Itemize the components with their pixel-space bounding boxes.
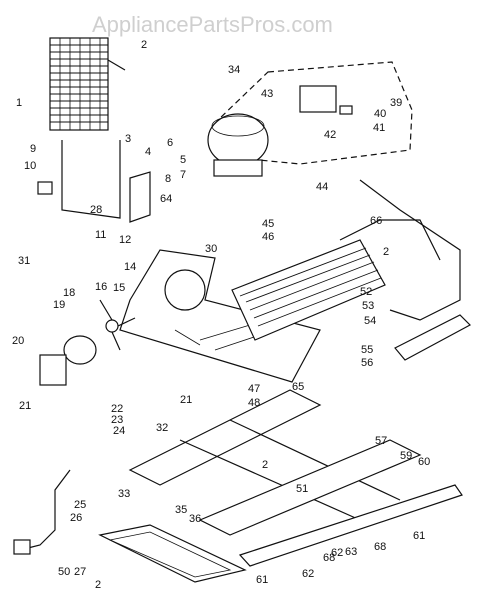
drain-pan-part: [98, 524, 247, 583]
callout-label: 66: [370, 215, 382, 227]
callout-label: 39: [390, 97, 402, 109]
relay-part: [299, 85, 337, 113]
defrost-heater-part: [61, 140, 121, 219]
callout-label: 63: [345, 546, 357, 558]
callout-label: 24: [113, 425, 125, 437]
callout-label: 50: [58, 566, 70, 578]
callout-label: 21: [180, 394, 192, 406]
callout-label: 1: [16, 97, 22, 109]
callout-label: 7: [180, 169, 186, 181]
callout-label: 43: [261, 88, 273, 100]
callout-label: 60: [418, 456, 430, 468]
fan-motor-part: [39, 335, 97, 386]
condenser-tube-part: [359, 179, 461, 321]
callout-label: 30: [205, 243, 217, 255]
callout-label: 41: [373, 122, 385, 134]
callout-label: 26: [70, 512, 82, 524]
watermark-text: AppliancePartsPros.com: [92, 12, 333, 37]
callout-label: 21: [19, 400, 31, 412]
callout-label: 14: [124, 261, 136, 273]
callout-label: 19: [53, 299, 65, 311]
callout-label: 9: [30, 143, 36, 155]
callout-label: 48: [248, 397, 260, 409]
callout-label: 52: [360, 286, 372, 298]
callout-label: 36: [189, 513, 201, 525]
callout-label: 64: [160, 193, 172, 205]
callout-label: 57: [375, 435, 387, 447]
callout-label: 12: [119, 234, 131, 246]
callout-label: 22: [111, 403, 123, 415]
callout-label: 47: [248, 383, 260, 395]
callout-label: 61: [256, 574, 268, 586]
callout-label: 40: [374, 108, 386, 120]
callout-label: 42: [324, 129, 336, 141]
callout-label: 2: [262, 459, 268, 471]
evaporator-part: [49, 37, 126, 131]
callout-label: 10: [24, 160, 36, 172]
callout-label: 11: [95, 229, 106, 241]
callout-label: 62: [302, 568, 314, 580]
callout-label: 68: [374, 541, 386, 553]
overload-part: [339, 105, 353, 115]
callout-label: 20: [12, 335, 24, 347]
callout-label: 45: [262, 218, 274, 230]
callout-label: 2: [95, 579, 101, 591]
callout-label: 54: [364, 315, 376, 327]
callout-label: 23: [111, 414, 123, 426]
callout-label: 25: [74, 499, 86, 511]
callout-label: 27: [74, 566, 86, 578]
callout-label: 6: [167, 137, 173, 149]
callout-label: 3: [125, 133, 131, 145]
callout-label: 28: [90, 204, 102, 216]
callout-label: 53: [362, 300, 374, 312]
callout-label: 46: [262, 231, 274, 243]
callout-label: 35: [175, 504, 187, 516]
callout-label: 16: [95, 281, 107, 293]
callout-label: 2: [141, 39, 147, 51]
callout-label: 51: [296, 483, 308, 495]
heater-clip-part: [37, 181, 53, 195]
callout-label: 55: [361, 344, 373, 356]
fan-blade-part: [99, 299, 136, 351]
callout-label: 34: [228, 64, 240, 76]
callout-label: 2: [383, 246, 389, 258]
plug-part: [13, 539, 31, 555]
callout-label: 31: [18, 255, 30, 267]
callout-label: 59: [400, 450, 412, 462]
drain-trough-part: [129, 171, 151, 223]
callout-label: 62: [331, 547, 343, 559]
callout-labels: 1234433940414265734844910644546662283011…: [0, 0, 430, 591]
callout-label: 33: [118, 488, 130, 500]
compressor-area-outline: [217, 61, 413, 165]
callout-label: 5: [180, 154, 186, 166]
callout-label: 4: [145, 146, 151, 158]
condenser-part: [231, 239, 386, 341]
bottom-rail-part: [238, 484, 463, 567]
compressor-part: [207, 113, 269, 177]
rail-part: [394, 314, 471, 361]
callout-label: 18: [63, 287, 75, 299]
callout-label: 56: [361, 357, 373, 369]
support-frame-part: [128, 389, 422, 536]
power-cord-part: [27, 469, 71, 549]
callout-label: 65: [292, 381, 304, 393]
callout-label: 32: [156, 422, 168, 434]
callout-label: 68: [323, 552, 335, 564]
callout-label: 8: [165, 173, 171, 185]
callout-label: 29: [0, 0, 12, 3]
callout-label: 61: [413, 530, 425, 542]
callout-label: 44: [316, 181, 328, 193]
callout-label: 15: [113, 282, 125, 294]
base-frame-part: [119, 249, 321, 383]
